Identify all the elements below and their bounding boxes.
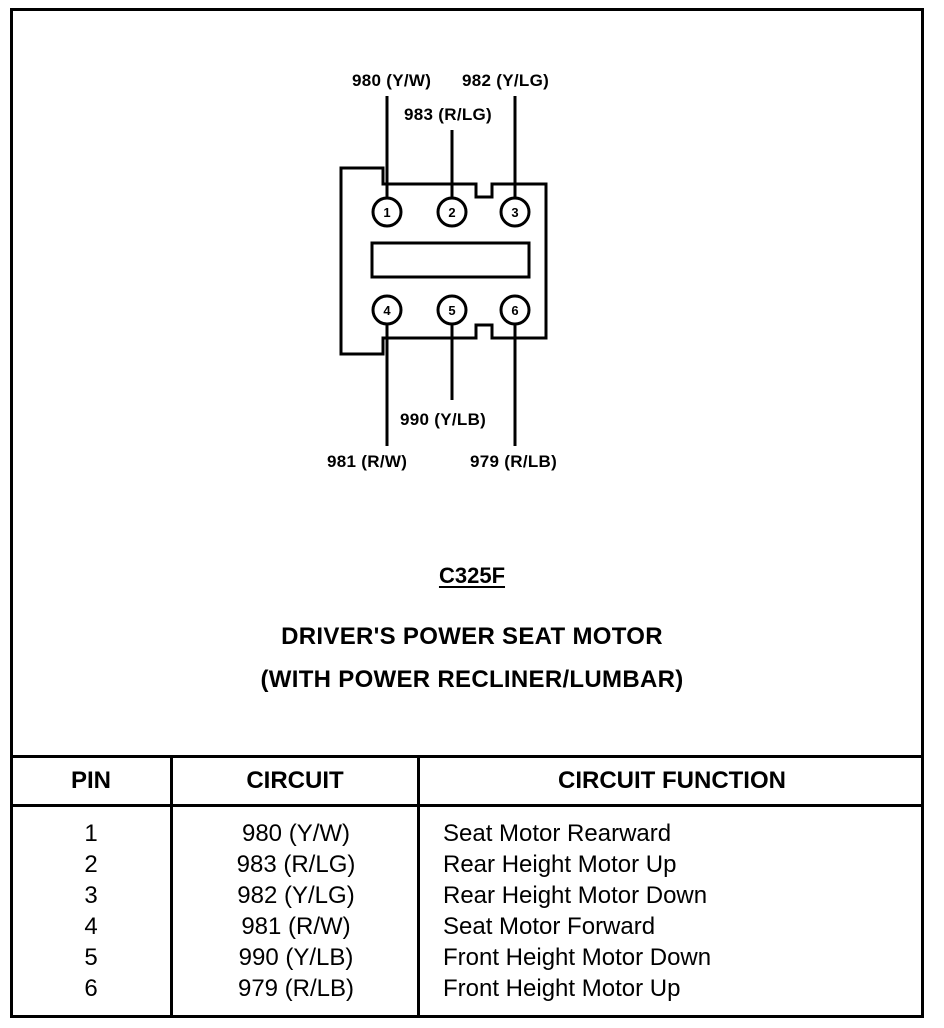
pin-column: 1 2 3 4 5 6 [10,818,172,1004]
table-top-rule [10,755,924,758]
circuit-column: 980 (Y/W) 983 (R/LG) 982 (Y/LG) 981 (R/W… [172,818,420,1004]
table-cell-circuit: 979 (R/LB) [237,975,355,1002]
table-header-rule [10,804,924,807]
header-pin: PIN [70,767,111,794]
table-cell-pin: 3 [84,882,98,909]
wires [385,96,517,446]
pin-5-circle [436,294,468,326]
connector-latch-window [370,241,531,279]
diagram-frame [10,8,924,1018]
table-cell-function: Front Height Motor Up [443,975,681,1002]
table-cell-circuit: 981 (R/W) [241,913,351,940]
table-cell-circuit: 980 (Y/W) [241,820,351,847]
pin-4-circle [371,294,403,326]
pin-6-number: 6 [511,303,518,318]
pin-circles [371,196,531,326]
pin-1-number: 1 [383,205,390,220]
connector-body [339,166,548,356]
table-cell-pin: 4 [84,913,98,940]
table-cell-function: Front Height Motor Down [443,944,712,971]
table-cell-function: Seat Motor Forward [443,913,656,940]
header-circuit-function: CIRCUIT FUNCTION [558,767,786,794]
table-divider-2 [417,755,420,1018]
pin-table: PIN CIRCUIT CIRCUIT FUNCTION 1 2 3 4 5 6… [10,755,924,1018]
pin-numbers: 1 2 3 4 5 6 [383,205,518,318]
circuit-function-column: Seat Motor Rearward Rear Height Motor Up… [443,818,913,1004]
table-cell-function: Seat Motor Rearward [443,820,672,847]
connector-id: C325F [438,563,506,588]
pin-3-circle [499,196,531,228]
pin-3-number: 3 [511,205,518,220]
pin-2-circle [436,196,468,228]
wire-label-pin-2: 983 (R/LG) [404,105,493,124]
pin-4-number: 4 [383,303,391,318]
wire-label-pin-5: 990 (Y/LB) [400,410,487,429]
table-cell-circuit: 982 (Y/LG) [237,882,355,909]
pin-6-circle [499,294,531,326]
header-circuit: CIRCUIT [246,767,344,794]
wire-label-pin-4: 981 (R/W) [327,452,408,471]
table-cell-circuit: 983 (R/LG) [236,851,356,878]
connector-title-line-2: (WITH POWER RECLINER/LUMBAR) [260,666,684,693]
wire-label-pin-3: 982 (Y/LG) [462,71,550,90]
table-cell-function: Rear Height Motor Down [443,882,708,909]
table-cell-pin: 2 [84,851,98,878]
table-divider-1 [170,755,173,1018]
pin-1-circle [371,196,403,228]
pin-2-number: 2 [448,205,455,220]
table-cell-pin: 5 [84,944,98,971]
wire-label-pin-1: 980 (Y/W) [352,71,432,90]
table-cell-circuit: 990 (Y/LB) [238,944,354,971]
connector-title-line-1: DRIVER'S POWER SEAT MOTOR [281,623,663,650]
wire-label-pin-6: 979 (R/LB) [470,452,558,471]
connector-diagram: 1 2 3 4 5 6 [339,96,548,446]
table-cell-pin: 1 [84,820,98,847]
table-cell-function: Rear Height Motor Up [443,851,677,878]
table-cell-pin: 6 [84,975,98,1002]
pin-5-number: 5 [448,303,455,318]
